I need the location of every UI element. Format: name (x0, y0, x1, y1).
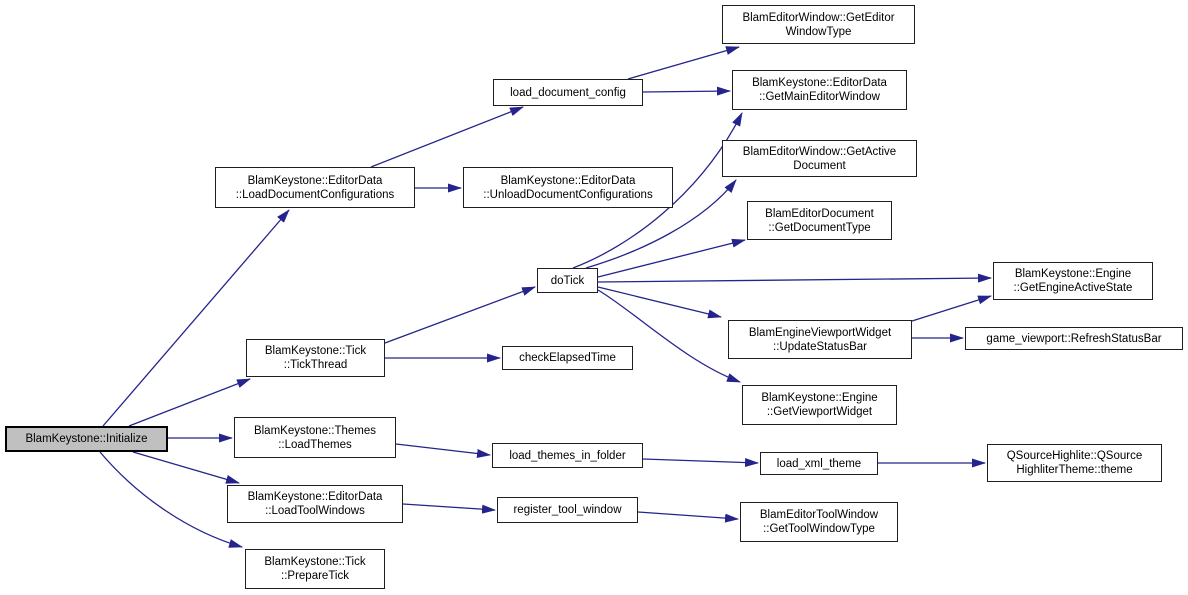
edge-dotick-to-get-document-type (597, 238, 746, 278)
node-label-line: BlamEditorWindow::GetActive (742, 145, 897, 158)
edge-initialize-to-load-document-configurations (102, 209, 290, 427)
edge-dotick-to-update-status-bar (597, 286, 722, 319)
node-update-status-bar[interactable]: BlamEngineViewportWidget::UpdateStatusBa… (728, 320, 912, 359)
node-label-line: BlamEngineViewportWidget (748, 326, 892, 339)
node-label-line: ::GetEngineActiveState (1013, 282, 1133, 294)
node-load-themes-in-folder[interactable]: load_themes_in_folder (492, 443, 643, 468)
node-label-line: BlamKeystone::Themes (253, 424, 377, 437)
node-load-tool-windows[interactable]: BlamKeystone::EditorData::LoadToolWindow… (227, 485, 403, 523)
node-tick-thread[interactable]: BlamKeystone::Tick::TickThread (246, 339, 385, 377)
node-label-line: BlamKeystone::EditorData (247, 174, 383, 187)
node-label-line: register_tool_window (513, 504, 622, 516)
node-label-line: ::LoadToolWindows (265, 505, 365, 517)
node-refresh-status-bar[interactable]: game_viewport::RefreshStatusBar (965, 327, 1183, 350)
node-register-tool-window[interactable]: register_tool_window (497, 497, 638, 523)
node-label-line: BlamEditorDocument (765, 207, 874, 220)
node-check-elapsed-time[interactable]: checkElapsedTime (502, 346, 633, 370)
node-label-line: HighliterTheme::theme (1016, 464, 1133, 476)
node-get-engine-active-state[interactable]: BlamKeystone::Engine::GetEngineActiveSta… (993, 262, 1153, 300)
edge-dotick-to-get-active-document (585, 179, 737, 269)
node-label-line: BlamKeystone::Tick (264, 556, 366, 568)
node-label-line: doTick (550, 274, 585, 287)
node-load-themes[interactable]: BlamKeystone::Themes::LoadThemes (234, 417, 396, 458)
node-label-line: ::LoadDocumentConfigurations (235, 188, 395, 201)
node-label-line: ::LoadThemes (278, 438, 352, 451)
node-label-line: ::GetDocumentType (768, 221, 871, 234)
node-label-line: WindowType (785, 25, 852, 38)
node-label-line: QSourceHighlite::QSource (1006, 450, 1143, 462)
node-label-line: load_xml_theme (776, 457, 862, 470)
edge-initialize-to-load-tool-windows (132, 451, 240, 484)
node-dotick[interactable]: doTick (537, 268, 598, 293)
node-label-line: checkElapsedTime (519, 352, 616, 364)
node-label-line: load_document_config (510, 86, 626, 99)
node-label-line: ::GetViewportWidget (766, 406, 873, 418)
node-label-line: BlamKeystone::EditorData (247, 491, 383, 503)
edge-load-document-config-to-get-main-editor-window (642, 86, 731, 96)
edge-tick-thread-to-dotick (384, 286, 536, 344)
node-label-line: ::PrepareTick (281, 570, 349, 582)
edge-initialize-to-prepare-tick (99, 451, 243, 548)
node-load-xml-theme[interactable]: load_xml_theme (760, 452, 878, 475)
node-label-line: game_viewport::RefreshStatusBar (986, 332, 1162, 345)
node-load-document-config[interactable]: load_document_config (493, 79, 643, 106)
edge-load-document-config-to-get-editor-window-type (627, 46, 740, 80)
edge-update-status-bar-to-get-engine-active-state (911, 295, 992, 322)
edge-load-themes-to-load-themes-in-folder (395, 443, 491, 458)
edge-load-themes-in-folder-to-load-xml-theme (642, 458, 759, 468)
node-label-line: BlamKeystone::Tick (264, 345, 367, 357)
node-label-line: BlamKeystone::Engine (1014, 268, 1132, 280)
node-get-document-type[interactable]: BlamEditorDocument::GetDocumentType (747, 201, 892, 240)
node-label-line: BlamKeystone::EditorData (500, 174, 636, 187)
edge-load-document-configurations-to-load-document-config (370, 106, 524, 168)
node-label-line: load_themes_in_folder (509, 449, 626, 462)
node-label-line: BlamKeystone::EditorData (752, 77, 887, 89)
edge-dotick-to-get-viewport-widget (597, 289, 741, 383)
node-label-line: BlamKeystone::Initialize (25, 433, 148, 445)
node-get-main-editor-window[interactable]: BlamKeystone::EditorData::GetMainEditorW… (732, 70, 907, 110)
node-label-line: ::UpdateStatusBar (773, 340, 867, 353)
node-label-line: BlamEditorWindow::GetEditor (742, 11, 895, 24)
node-prepare-tick[interactable]: BlamKeystone::Tick::PrepareTick (245, 549, 385, 589)
node-label-line: ::GetToolWindowType (763, 523, 875, 535)
node-get-viewport-widget[interactable]: BlamKeystone::Engine::GetViewportWidget (742, 385, 897, 425)
node-initialize[interactable]: BlamKeystone::Initialize (5, 426, 168, 452)
node-label-line: ::UnloadDocumentConfigurations (483, 188, 653, 201)
edge-register-tool-window-to-get-tool-window-type (637, 511, 739, 523)
node-load-document-configurations[interactable]: BlamKeystone::EditorData::LoadDocumentCo… (215, 167, 415, 208)
node-label-line: ::GetMainEditorWindow (759, 91, 880, 103)
node-unload-document-configurations[interactable]: BlamKeystone::EditorData::UnloadDocument… (463, 167, 673, 208)
edge-initialize-to-tick-thread (128, 378, 251, 427)
node-label-line: Document (793, 159, 846, 172)
node-label-line: ::TickThread (283, 359, 348, 371)
node-label-line: BlamKeystone::Engine (761, 392, 878, 404)
edge-load-tool-windows-to-register-tool-window (402, 503, 496, 514)
node-label-line: BlamEditorToolWindow (759, 509, 879, 521)
edge-dotick-to-get-engine-active-state (597, 273, 992, 283)
node-get-tool-window-type[interactable]: BlamEditorToolWindow::GetToolWindowType (740, 502, 898, 542)
